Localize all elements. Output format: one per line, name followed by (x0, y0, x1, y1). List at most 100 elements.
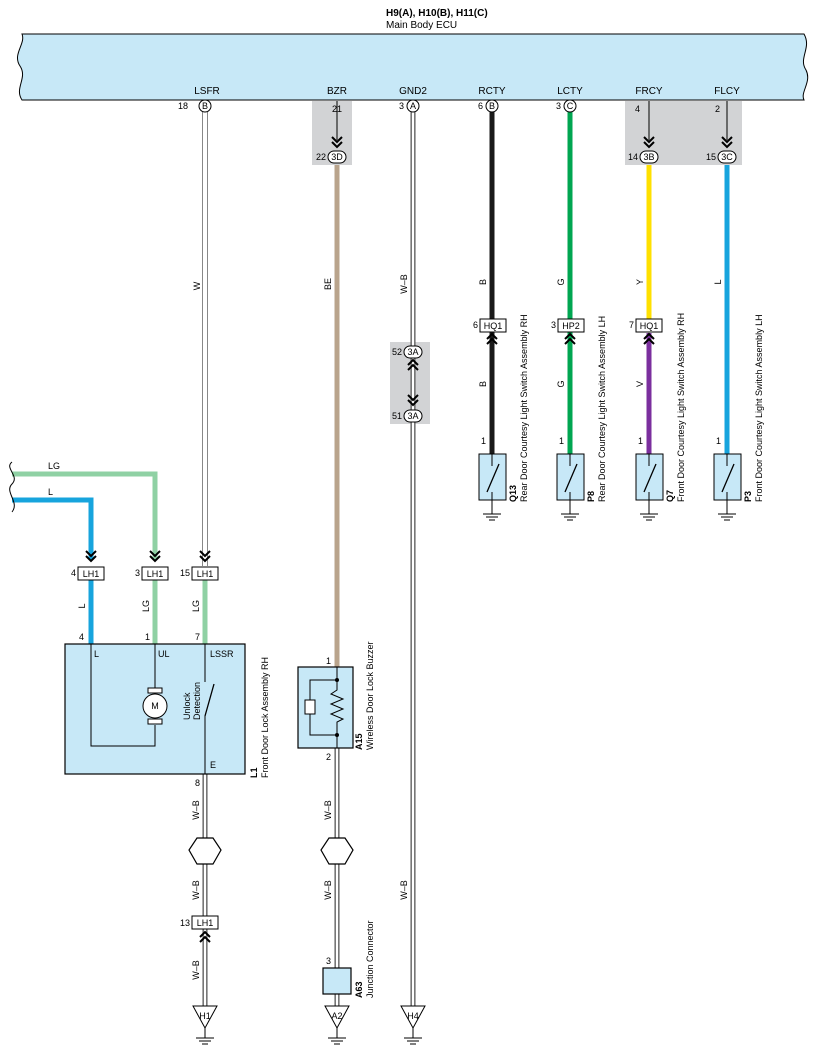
wire-label-lsfr: W (192, 281, 202, 290)
svg-text:3D: 3D (331, 152, 343, 162)
ecu-title: H9(A), H10(B), H11(C) (386, 8, 488, 19)
terminal-bzr-label: BZR (327, 86, 347, 97)
wire-label-gnd2-upper: W–B (399, 274, 409, 294)
svg-text:4: 4 (71, 568, 76, 578)
wire-l-in (12, 497, 94, 560)
svg-text:H1: H1 (199, 1011, 211, 1021)
connector-hq1-frcy: 7 HQ1 (629, 318, 663, 333)
pin-rcty: 6 B (478, 99, 499, 113)
pin-bzr: 21 (332, 104, 342, 114)
svg-text:3C: 3C (721, 152, 733, 162)
svg-text:A15: A15 (354, 733, 364, 750)
svg-text:18: 18 (178, 101, 188, 111)
terminal-rcty-label: RCTY (478, 86, 506, 97)
svg-text:Front Door Lock Assembly RH: Front Door Lock Assembly RH (260, 657, 270, 778)
ecu-subtitle: Main Body ECU (386, 20, 457, 31)
svg-text:E: E (210, 760, 216, 770)
motor-icon (142, 693, 168, 719)
ecu-body (17, 33, 809, 101)
svg-text:3: 3 (399, 101, 404, 111)
svg-text:1: 1 (559, 436, 564, 446)
svg-text:L: L (94, 649, 99, 659)
svg-text:C: C (567, 101, 574, 111)
svg-text:51: 51 (392, 411, 402, 421)
pin-lsfr: 18 B (178, 99, 212, 113)
svg-text:6: 6 (478, 101, 483, 111)
svg-text:LH1: LH1 (83, 569, 100, 579)
terminal-lsfr-label: LSFR (194, 86, 220, 97)
ground-h1: H1 (192, 1005, 218, 1045)
wire-label-lg-down1: LG (141, 600, 151, 612)
svg-text:L1: L1 (249, 767, 259, 778)
wire-label-rcty-lower: B (478, 381, 488, 387)
svg-text:1: 1 (326, 656, 331, 666)
buzzer-a15: 1 2 A15 Wireless Door Lock Buzzer (297, 641, 375, 762)
terminal-flcy-label: FLCY (714, 86, 740, 97)
pin-frcy: 4 (635, 104, 640, 114)
svg-text:4: 4 (635, 104, 640, 114)
svg-text:Rear Door Courtesy Light Switc: Rear Door Courtesy Light Switch Assembly… (519, 314, 529, 502)
switch-q7: 1 Q7 Front Door Courtesy Light Switch As… (635, 313, 686, 521)
ground-a2: A2 (324, 1005, 350, 1045)
splice-a15 (320, 837, 354, 865)
svg-text:15: 15 (180, 568, 190, 578)
svg-text:LH1: LH1 (197, 918, 214, 928)
svg-text:H4: H4 (407, 1011, 419, 1021)
terminal-frcy-label: FRCY (635, 86, 663, 97)
wire-label-e-wb2: W–B (191, 880, 201, 900)
switch-p3: 1 P3 Front Door Courtesy Light Switch As… (713, 314, 764, 521)
svg-text:3: 3 (551, 320, 556, 330)
svg-text:Front Door Courtesy Light Swit: Front Door Courtesy Light Switch Assembl… (676, 313, 686, 502)
svg-text:3: 3 (326, 956, 331, 966)
junction-frcy: 14 3B (628, 150, 659, 164)
junction-flcy: 15 3C (706, 150, 737, 164)
svg-text:Detection: Detection (192, 682, 202, 720)
svg-text:LH1: LH1 (197, 569, 214, 579)
svg-text:B: B (489, 101, 495, 111)
svg-text:Front Door Courtesy Light Swit: Front Door Courtesy Light Switch Assembl… (754, 314, 764, 502)
svg-text:Rear Door Courtesy Light Switc: Rear Door Courtesy Light Switch Assembly… (597, 316, 607, 502)
lock-assembly-l1: 4 1 7 L UL LSSR E M Unlock Detection 8 L… (64, 632, 270, 788)
wire-label-flcy: L (713, 279, 723, 284)
svg-text:1: 1 (716, 436, 721, 446)
wire-label-lg-down2: LG (191, 600, 201, 612)
junction-gnd-bot: 51 3A (392, 409, 423, 423)
svg-text:3B: 3B (643, 152, 654, 162)
switch-q13: 1 Q13 Rear Door Courtesy Light Switch As… (478, 314, 529, 521)
svg-text:P8: P8 (586, 491, 596, 502)
svg-text:15: 15 (706, 152, 716, 162)
splice-e (188, 837, 222, 865)
svg-text:7: 7 (629, 320, 634, 330)
svg-text:HP2: HP2 (562, 321, 580, 331)
junction-connector-a63: 3 A63 Junction Connector (322, 920, 375, 998)
svg-text:HQ1: HQ1 (640, 321, 659, 331)
svg-text:Junction Connector: Junction Connector (365, 920, 375, 998)
wire-label-rcty-upper: B (478, 279, 488, 285)
pin-gnd2: 3 A (399, 99, 420, 113)
wire-label-a15-wb2: W–B (323, 880, 333, 900)
wire-label-e-wb1: W–B (191, 800, 201, 820)
wire-label-bzr: BE (323, 278, 333, 290)
wire-label-frcy-lower: V (635, 381, 645, 387)
wire-label-lcty-lower: G (556, 380, 566, 387)
svg-text:7: 7 (195, 632, 200, 642)
svg-text:13: 13 (180, 918, 190, 928)
svg-text:Wireless Door Lock Buzzer: Wireless Door Lock Buzzer (365, 641, 375, 750)
wire-label-frcy-upper: Y (635, 279, 645, 285)
svg-text:1: 1 (481, 436, 486, 446)
wire-l-in-label: L (48, 487, 53, 497)
terminal-lcty-label: LCTY (557, 86, 583, 97)
svg-text:8: 8 (195, 778, 200, 788)
junction-gnd-top: 52 3A (392, 345, 423, 359)
wire-lg-in (12, 471, 158, 560)
svg-text:1: 1 (638, 436, 643, 446)
svg-text:3A: 3A (407, 347, 418, 357)
svg-text:UL: UL (158, 649, 170, 659)
connector-lh1-lg: 3 LH1 (135, 566, 169, 581)
svg-text:LH1: LH1 (147, 569, 164, 579)
wire-label-e-wb3: W–B (191, 960, 201, 980)
svg-text:Q13: Q13 (508, 485, 518, 502)
wire-label-lcty-upper: G (556, 278, 566, 285)
svg-text:52: 52 (392, 347, 402, 357)
